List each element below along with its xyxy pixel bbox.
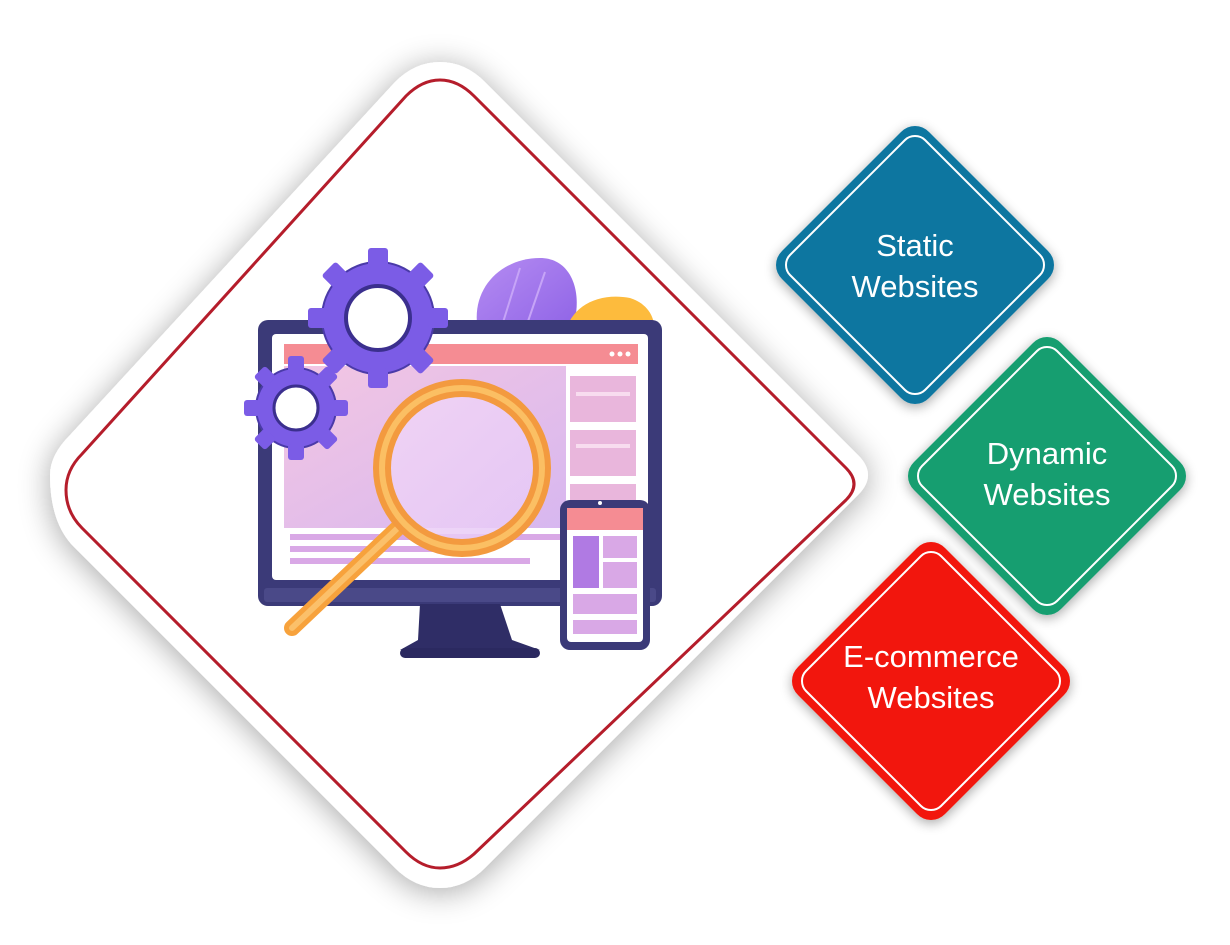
- tag-diamond-shape: [792, 542, 1070, 820]
- tag-line-1: Static: [876, 228, 954, 263]
- tag-diamond-shape: [776, 126, 1054, 404]
- tag-line-2: Websites: [851, 269, 979, 304]
- tag-line-1: E-commerce: [843, 639, 1019, 674]
- tag-line-2: Websites: [983, 477, 1111, 512]
- tag-line-1: Dynamic: [986, 436, 1108, 471]
- tag-line-2: Websites: [867, 680, 995, 715]
- ecommerce-websites-tag: E-commerce Websites: [788, 538, 1074, 824]
- monitor-illustration: [244, 248, 662, 658]
- static-websites-tag: Static Websites: [772, 122, 1058, 408]
- dynamic-websites-tag: Dynamic Websites: [904, 333, 1190, 619]
- tag-diamond-shape: [908, 337, 1186, 615]
- frame-border: [64, 78, 856, 870]
